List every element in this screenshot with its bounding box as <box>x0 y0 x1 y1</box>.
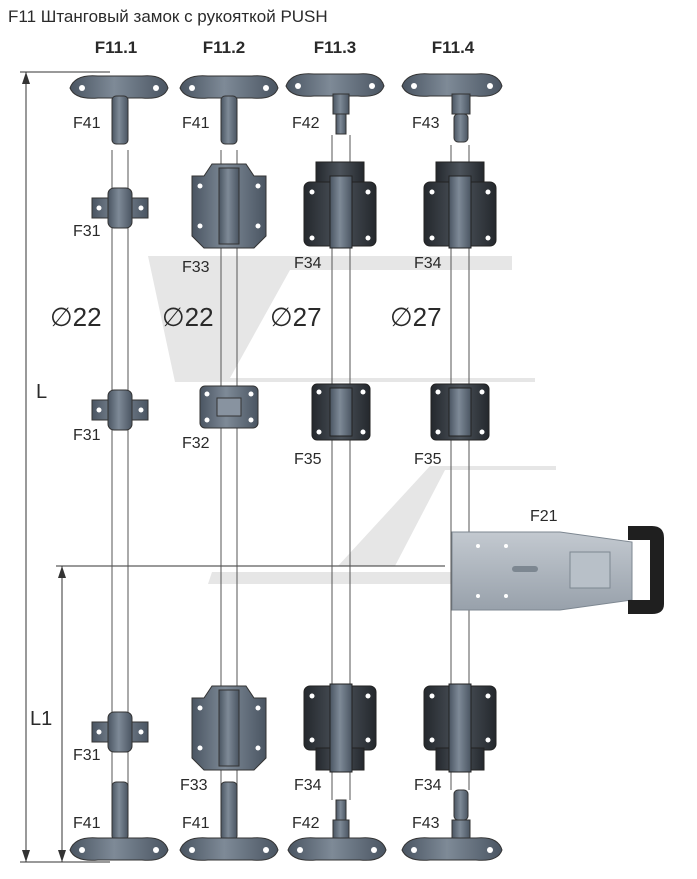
label-top-col4: F43 <box>412 115 440 132</box>
label-mid-col3: F35 <box>294 451 322 468</box>
cam-f42-bottom-col3 <box>287 799 387 861</box>
label-top-col3: F42 <box>292 115 320 132</box>
watermark-logo <box>148 256 556 584</box>
label-upper-col4: F34 <box>414 255 442 272</box>
column-header-f11-2: F11.2 <box>203 38 246 57</box>
label-top-col1: F41 <box>73 115 101 132</box>
label-upper-col3: F34 <box>294 255 322 272</box>
guide-f32-mid-col2 <box>199 385 259 429</box>
diameter-label-col4: ∅27 <box>390 302 442 332</box>
diameter-label-col1: ∅22 <box>50 302 102 332</box>
label-mid-col2: F32 <box>182 435 210 452</box>
cam-f43-bottom-col4 <box>401 789 503 861</box>
guide-f34-upper-col3 <box>303 161 377 249</box>
guide-f31-mid-col1 <box>91 389 149 431</box>
label-lower-col3: F34 <box>294 777 322 794</box>
guide-f35-mid-col4 <box>430 383 490 441</box>
label-lower-col1: F31 <box>73 747 101 764</box>
label-upper-col1: F31 <box>73 223 101 240</box>
guide-f34-upper-col4 <box>423 161 497 249</box>
guide-f33-lower-col2 <box>191 685 267 771</box>
label-mid-col1: F31 <box>73 427 101 444</box>
guide-f31-lower-col1 <box>91 711 149 753</box>
diameter-label-col3: ∅27 <box>270 302 322 332</box>
handle-f21 <box>451 526 664 614</box>
dimension-label-l: L <box>36 381 47 403</box>
guide-f35-mid-col3 <box>311 383 371 441</box>
cam-f43-top-col4 <box>401 73 503 143</box>
label-top-col2: F41 <box>182 115 210 132</box>
dimension-label-l1: L1 <box>30 708 52 730</box>
column-header-f11-4: F11.4 <box>432 38 475 57</box>
column-header-f11-1: F11.1 <box>95 38 138 57</box>
label-upper-col2: F33 <box>182 259 210 276</box>
cam-f41-bottom-col2 <box>179 781 279 861</box>
cam-f42-top-col3 <box>285 73 385 135</box>
label-bottom-col3: F42 <box>292 815 320 832</box>
label-bottom-col1: F41 <box>73 815 101 832</box>
dimension-l1 <box>56 565 445 862</box>
guide-f31-upper-col1 <box>91 187 149 229</box>
guide-f34-lower-col3 <box>303 683 377 773</box>
guide-f34-lower-col4 <box>423 683 497 773</box>
label-lower-col4: F34 <box>414 777 442 794</box>
label-handle: F21 <box>530 508 558 525</box>
cam-f41-top-col1 <box>69 75 169 145</box>
label-lower-col2: F33 <box>180 777 208 794</box>
cam-f41-bottom-col1 <box>69 781 169 861</box>
diameter-label-col2: ∅22 <box>162 302 214 332</box>
cam-f41-top-col2 <box>179 75 279 145</box>
label-bottom-col2: F41 <box>182 815 210 832</box>
dimension-l <box>20 71 110 863</box>
guide-f33-upper-col2 <box>191 163 267 249</box>
label-mid-col4: F35 <box>414 451 442 468</box>
label-bottom-col4: F43 <box>412 815 440 832</box>
figure-title: F11 Штанговый замок с рукояткой PUSH <box>8 7 328 26</box>
column-header-f11-3: F11.3 <box>314 38 357 57</box>
